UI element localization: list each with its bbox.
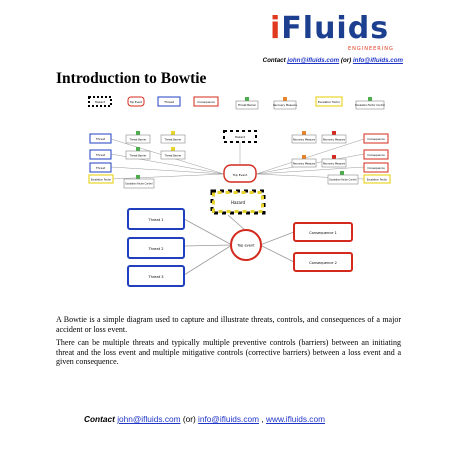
small-threat-3-label: Threat bbox=[95, 166, 106, 170]
small-barrier-3-label: Threat Barrier bbox=[130, 155, 147, 158]
small-recovery-3: Recovery Measure bbox=[291, 155, 317, 168]
consequence-2-box: Consequence 2 bbox=[293, 252, 353, 272]
legend-escalation-control: Escalation Factor Control bbox=[355, 97, 385, 110]
legend-hazard: Hazard bbox=[88, 96, 112, 107]
consequence-1-label: Consequence 1 bbox=[309, 231, 337, 235]
legend-consequence-label: Consequence bbox=[197, 100, 215, 104]
threat-2-box: Threat 2 bbox=[127, 237, 185, 259]
small-barrier-1-label: Threat Barrier bbox=[130, 139, 147, 142]
small-escalation-control-right-label: Escalation Factor Control bbox=[329, 179, 357, 182]
footer-contact-label: Contact bbox=[84, 414, 115, 424]
small-consequence-2-label: Consequence bbox=[367, 153, 385, 157]
footer-email-link-john[interactable]: john@ifluids.com bbox=[117, 414, 181, 424]
logo-wordmark: Fluids bbox=[281, 11, 390, 46]
small-threat-1-label: Threat bbox=[95, 137, 106, 141]
contact-label: Contact bbox=[262, 57, 286, 64]
small-consequence-1-label: Consequence bbox=[367, 137, 385, 141]
or-text: (or) bbox=[340, 57, 352, 64]
small-barrier-2-label: Threat Barrier bbox=[165, 139, 182, 142]
small-escalation-control-left-label: Escalation Factor Control bbox=[125, 183, 153, 186]
small-escalation-left: Escalation Factor bbox=[88, 174, 114, 184]
threat-1-label: Threat 1 bbox=[147, 218, 163, 222]
small-recovery-4-label: Recovery Measure bbox=[323, 163, 346, 166]
logo-subtitle: ENGINEERING bbox=[348, 46, 394, 52]
detailed-bowtie: Hazard Top Event Threat Threat Threat Es… bbox=[88, 130, 391, 189]
small-threat-3: Threat bbox=[89, 162, 112, 173]
legend-escalation-control-label: Escalation Factor Control bbox=[355, 104, 385, 107]
footer-website-link[interactable]: www.ifluids.com bbox=[265, 414, 325, 424]
small-hazard: Hazard bbox=[223, 130, 257, 143]
ifluids-logo: iFluids ENGINEERING bbox=[270, 14, 400, 54]
hazard-label: Hazard bbox=[231, 200, 246, 205]
footer-separator: , bbox=[259, 414, 266, 424]
small-threat-1: Threat bbox=[89, 133, 112, 144]
threat-1-box: Threat 1 bbox=[127, 208, 185, 230]
small-barrier-4-label: Threat Barrier bbox=[165, 155, 182, 158]
small-consequence-1: Consequence bbox=[363, 133, 389, 144]
email-link-john[interactable]: john@ifluids.com bbox=[287, 57, 340, 64]
small-top-event-label: Top Event bbox=[232, 173, 248, 177]
footer-or-text: (or) bbox=[182, 414, 196, 424]
small-escalation-right: Escalation Factor bbox=[363, 174, 391, 184]
legend-recovery-label: Recovery Measure bbox=[273, 103, 297, 107]
threat-2-label: Threat 2 bbox=[147, 247, 163, 251]
threat-3-box: Threat 3 bbox=[127, 265, 185, 287]
contact-header: Contact john@ifluids.com (or) info@iflui… bbox=[228, 57, 403, 64]
consequence-2-label: Consequence 2 bbox=[309, 261, 337, 265]
small-escalation-control-left: Escalation Factor Control bbox=[123, 175, 155, 189]
small-recovery-1-label: Recovery Measure bbox=[293, 139, 316, 142]
small-escalation-right-label: Escalation Factor bbox=[367, 179, 387, 182]
top-event-label: Top event bbox=[236, 244, 255, 248]
small-top-event: Top Event bbox=[223, 164, 257, 183]
legend-escalation-factor: Escalation Factor bbox=[315, 96, 343, 107]
hazard-box: Hazard bbox=[210, 189, 266, 215]
bowtie-diagram: Hazard Top Event Threat Consequence Thre… bbox=[88, 96, 391, 287]
small-barrier-3: Threat Barrier bbox=[125, 147, 151, 160]
legend-threat-label: Threat bbox=[163, 100, 175, 104]
small-threat-2-label: Threat bbox=[95, 153, 106, 157]
email-link-info[interactable]: info@ifluids.com bbox=[352, 57, 403, 64]
simple-bowtie: Hazard Top event Threat 1 Threat 2 Threa… bbox=[127, 189, 353, 287]
legend-consequence: Consequence bbox=[193, 96, 219, 107]
small-recovery-3-label: Recovery Measure bbox=[293, 163, 316, 166]
small-consequence-2: Consequence bbox=[363, 149, 389, 160]
small-escalation-control-right: Escalation Factor Control bbox=[327, 171, 359, 185]
legend-top-event-label: Top Event bbox=[130, 100, 143, 104]
threat-3-label: Threat 3 bbox=[147, 275, 163, 279]
small-barrier-1: Threat Barrier bbox=[125, 131, 151, 144]
legend-threat-barrier-label: Threat Barrier bbox=[238, 103, 257, 107]
footer-email-link-info[interactable]: info@ifluids.com bbox=[198, 414, 260, 424]
contact-footer: Contact john@ifluids.com (or) info@iflui… bbox=[84, 414, 404, 424]
intro-paragraph: A Bowtie is a simple diagram used to cap… bbox=[56, 315, 401, 334]
page-title: Introduction to Bowtie bbox=[56, 70, 207, 87]
small-recovery-1: Recovery Measure bbox=[291, 131, 317, 144]
small-recovery-4: Recovery Measure bbox=[321, 155, 347, 168]
legend-escalation-factor-label: Escalation Factor bbox=[318, 100, 341, 104]
small-barrier-2: Threat Barrier bbox=[160, 131, 186, 144]
consequence-1-box: Consequence 1 bbox=[293, 222, 353, 242]
legend-hazard-label: Hazard bbox=[95, 100, 106, 104]
small-barrier-4: Threat Barrier bbox=[160, 147, 186, 160]
small-escalation-left-label: Escalation Factor bbox=[91, 179, 111, 182]
legend-threat-barrier: Threat Barrier bbox=[235, 97, 259, 110]
small-consequence-3: Consequence bbox=[363, 162, 389, 173]
legend-top-event: Top Event bbox=[127, 96, 145, 107]
barrier-paragraph: There can be multiple threats and typica… bbox=[56, 338, 401, 367]
small-recovery-2: Recovery Measure bbox=[321, 131, 347, 144]
legend-row: Hazard Top Event Threat Consequence Thre… bbox=[88, 96, 385, 110]
small-threat-2: Threat bbox=[89, 149, 112, 160]
small-hazard-label: Hazard bbox=[235, 135, 246, 139]
legend-recovery: Recovery Measure bbox=[273, 97, 297, 110]
logo-i: i bbox=[270, 11, 282, 46]
small-recovery-2-label: Recovery Measure bbox=[323, 139, 346, 142]
legend-threat: Threat bbox=[157, 96, 181, 107]
small-consequence-3-label: Consequence bbox=[367, 166, 385, 170]
top-event-circle: Top event bbox=[230, 229, 262, 261]
